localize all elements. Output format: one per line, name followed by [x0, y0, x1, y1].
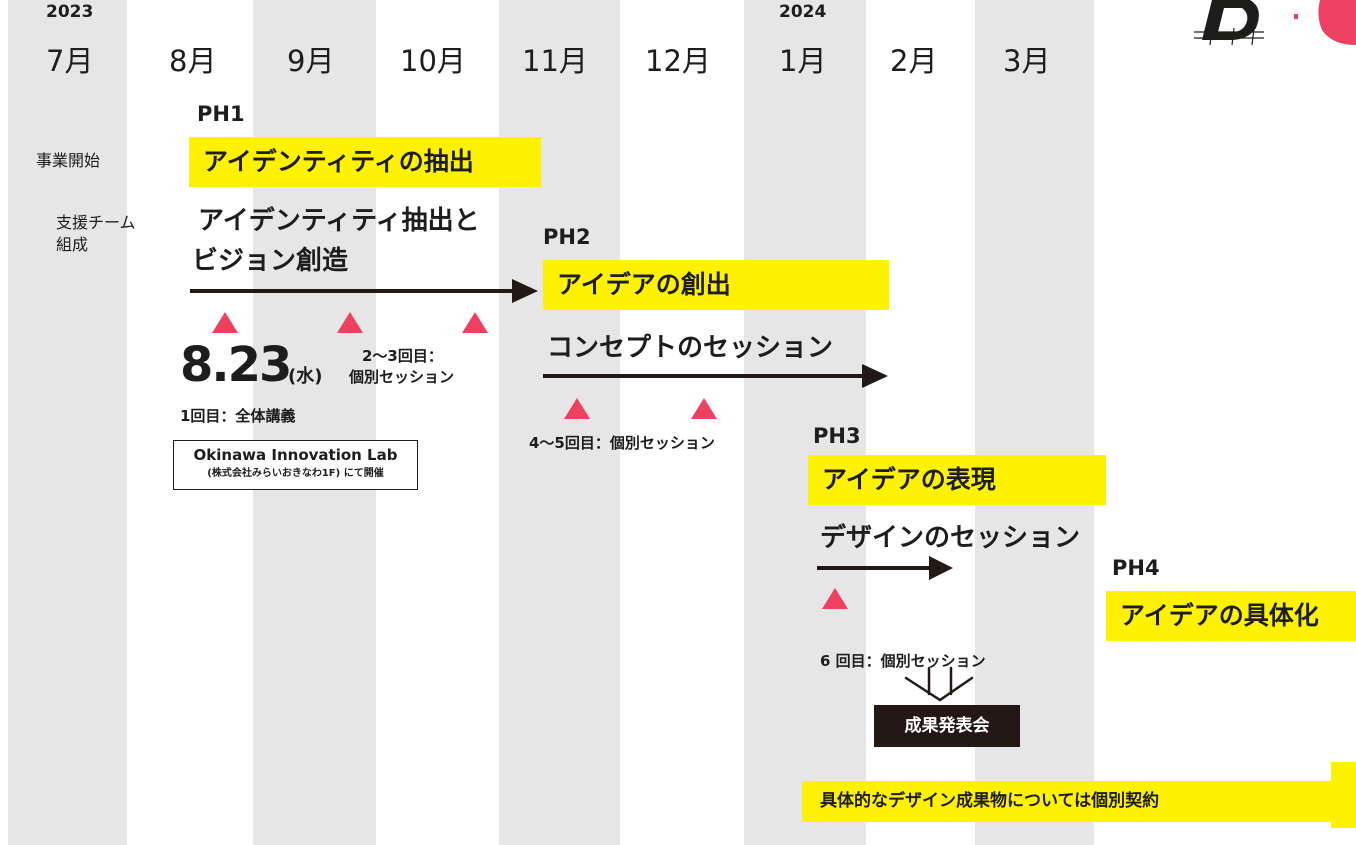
ph2-tag: PH2	[543, 225, 591, 249]
triangle-marker-icon	[212, 312, 238, 333]
ph2-sessions: 4〜5回目：個別セッション	[529, 434, 715, 452]
venue-box: Okinawa Innovation Lab (株式会社みらいおきなわ1F) に…	[173, 440, 418, 490]
month-aug: 8月	[169, 44, 217, 78]
team-formation-note-line2: 組成	[56, 235, 89, 254]
ph1-sessions-2-3-line1: 2〜3回目：	[362, 347, 443, 365]
triangle-marker-icon	[822, 588, 848, 609]
month-feb: 2月	[890, 44, 938, 78]
presentation-box: 成果発表会	[874, 705, 1020, 747]
month-stripe-mar	[975, 0, 1094, 845]
ph1-description-line2: ビジョン創造	[192, 246, 349, 276]
month-nov: 11月	[522, 44, 588, 78]
ph3-sessions: 6 回目：個別セッション	[820, 652, 986, 670]
ph4-title-box: アイデアの具体化	[1106, 591, 1356, 641]
double-down-arrow-icon	[904, 666, 974, 702]
ph1-session-1: 1回目：全体講義	[180, 407, 296, 425]
team-formation-note-line1: 支援チーム	[56, 213, 136, 232]
venue-name: Okinawa Innovation Lab	[193, 446, 398, 464]
ph2-title-box: アイデアの創出	[543, 260, 889, 310]
ph1-title-box: アイデンティティの抽出	[189, 137, 541, 187]
month-sep: 9月	[287, 44, 335, 78]
ph1-arrow-right-icon	[190, 279, 538, 303]
bottom-banner-text: 具体的なデザイン成果物については個別契約	[820, 791, 1160, 811]
month-stripe-jan	[744, 0, 866, 845]
ph1-kickoff-date: 8.23	[180, 337, 292, 393]
ph3-tag: PH3	[813, 424, 861, 448]
ph1-description-line1: アイデンティティ抽出と	[198, 206, 480, 236]
month-oct: 10月	[400, 44, 466, 78]
d-logo-icon	[1190, 0, 1356, 46]
month-stripe-jul	[8, 0, 127, 845]
ph2-description: コンセプトのセッション	[547, 333, 834, 363]
year-2023: 2023	[46, 2, 94, 22]
ph1-sessions-2-3-line2: 個別セッション	[349, 368, 455, 386]
ph1-kickoff-weekday: (水)	[288, 366, 323, 387]
month-jul: 7月	[46, 44, 94, 78]
project-start-note: 事業開始	[36, 151, 101, 170]
triangle-marker-icon	[564, 398, 590, 419]
ph3-arrow-right-icon	[817, 556, 953, 580]
month-dec: 12月	[645, 44, 711, 78]
ph2-arrow-right-icon	[543, 364, 888, 388]
month-jan: 1月	[779, 44, 827, 78]
year-2024: 2024	[779, 2, 827, 22]
triangle-marker-icon	[462, 312, 488, 333]
ph3-title-box: アイデアの表現	[808, 455, 1106, 505]
triangle-marker-icon	[337, 312, 363, 333]
ph1-tag: PH1	[197, 102, 245, 126]
venue-company: (株式会社みらいおきなわ1F) にて開催	[207, 468, 384, 479]
bottom-banner-arrow	[802, 762, 1356, 828]
ph4-tag: PH4	[1112, 556, 1160, 580]
month-mar: 3月	[1003, 44, 1051, 78]
triangle-marker-icon	[691, 398, 717, 419]
ph3-description: デザインのセッション	[820, 523, 1081, 553]
